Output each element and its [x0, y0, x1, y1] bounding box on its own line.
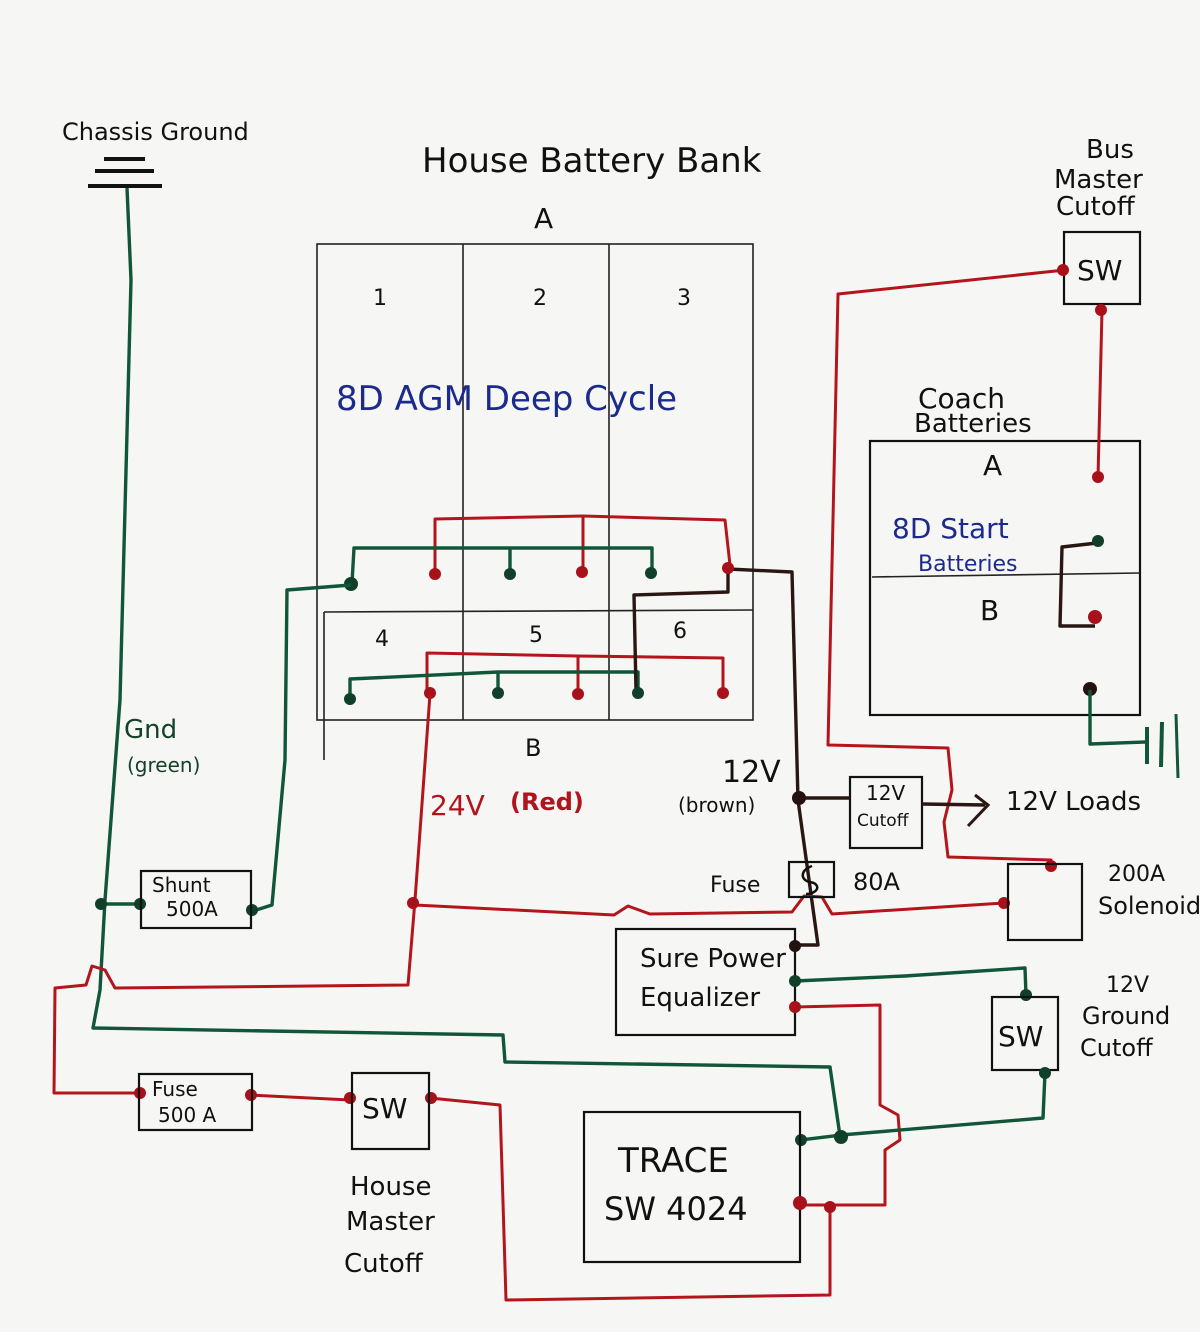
chassis-ground-label: Chassis Ground — [62, 118, 249, 146]
cell-2: 2 — [533, 286, 547, 311]
chassis-ground: Chassis Ground — [62, 118, 249, 188]
cell-1: 1 — [373, 286, 387, 311]
cell-3: 3 — [677, 286, 691, 311]
house-battery-bank: A 1 2 3 4 5 6 8D AGM Deep Cycle B — [316, 202, 754, 762]
house-master-label-3: Cutoff — [344, 1249, 424, 1279]
v12-label: 12V — [722, 755, 781, 790]
arrow-right-icon — [966, 793, 991, 828]
battery-terminals — [344, 562, 734, 705]
coach-ground-symbol-icon — [1145, 713, 1180, 779]
fuse-symbol-icon — [801, 864, 819, 896]
fuse-500a: Fuse 500 A — [137, 1072, 254, 1132]
bus-master-cutoff: Bus Master Cutoff SW — [1054, 135, 1143, 306]
shunt-rating: 500A — [166, 897, 218, 921]
coach-description-1: 8D Start — [892, 512, 1009, 545]
ground-cutoff-label-3: Cutoff — [1080, 1034, 1153, 1062]
equalizer-label-1: Sure Power — [640, 944, 786, 974]
bus-master-switch[interactable]: SW — [1077, 254, 1122, 287]
cutoff-12v: 12V Cutoff — [848, 775, 924, 850]
v24-label: 24V — [430, 789, 485, 822]
cutoff-12v-label-2: Cutoff — [857, 811, 910, 831]
bus-master-label-1: Bus — [1086, 135, 1134, 165]
house-master-label-2: Master — [346, 1207, 435, 1237]
fuse-500-rating: 500 A — [158, 1103, 217, 1127]
fuse-80-rating: 80A — [853, 868, 901, 896]
cutoff-12v-label-1: 12V — [866, 781, 905, 805]
coach-batteries: Coach Batteries A 8D Start Batteries B — [868, 382, 1142, 717]
gnd-color-label: (green) — [127, 753, 200, 777]
coach-label-2: Batteries — [914, 409, 1032, 439]
coach-row-b: B — [980, 594, 999, 627]
ground-cutoff-label-1: 12V — [1106, 973, 1149, 998]
sure-power-equalizer: Sure Power Equalizer — [614, 927, 797, 1037]
bus-master-label-2: Master — [1054, 165, 1143, 195]
cell-5: 5 — [529, 623, 543, 648]
ground-cutoff-switch[interactable]: SW — [998, 1020, 1043, 1053]
fuse-80-label: Fuse — [710, 873, 760, 898]
fuse-80a: Fuse 80A — [710, 860, 901, 899]
cell-6: 6 — [673, 619, 687, 644]
coach-row-a: A — [983, 449, 1002, 482]
bank-outline — [316, 243, 754, 721]
cell-4: 4 — [375, 627, 389, 652]
loads-12v-label: 12V Loads — [1006, 787, 1141, 817]
coach-description-2: Batteries — [918, 552, 1018, 577]
ground-cutoff-12v: SW 12V Ground Cutoff — [990, 973, 1170, 1072]
house-master-label-1: House — [350, 1172, 431, 1202]
inverter-model: SW 4024 — [604, 1190, 748, 1228]
row-a-label: A — [534, 202, 553, 235]
v12-color-label: (brown) — [678, 793, 755, 817]
house-master-cutoff: SW House Master Cutoff — [344, 1071, 435, 1279]
bus-master-label-3: Cutoff — [1056, 192, 1136, 222]
fuse-500-label: Fuse — [152, 1077, 198, 1101]
bank-description: 8D AGM Deep Cycle — [336, 379, 677, 419]
page-title: House Battery Bank — [422, 141, 762, 181]
equalizer-label-2: Equalizer — [640, 983, 760, 1013]
house-master-switch[interactable]: SW — [362, 1092, 407, 1125]
gnd-label: Gnd — [124, 715, 177, 745]
inverter-brand: TRACE — [617, 1141, 729, 1181]
shunt-label: Shunt — [152, 873, 211, 897]
solenoid-rating: 200A — [1108, 862, 1165, 887]
solenoid-200a: 200A Solenoid — [1006, 862, 1200, 942]
shunt: Shunt 500A — [139, 869, 253, 930]
trace-inverter: TRACE SW 4024 — [582, 1110, 802, 1264]
ground-symbol-icon — [88, 157, 162, 188]
coach-label-1: Coach — [918, 382, 1005, 415]
solenoid-label: Solenoid — [1098, 892, 1200, 920]
v24-color-label: (Red) — [510, 788, 584, 816]
row-b-label: B — [525, 734, 541, 762]
ground-cutoff-label-2: Ground — [1082, 1002, 1170, 1030]
